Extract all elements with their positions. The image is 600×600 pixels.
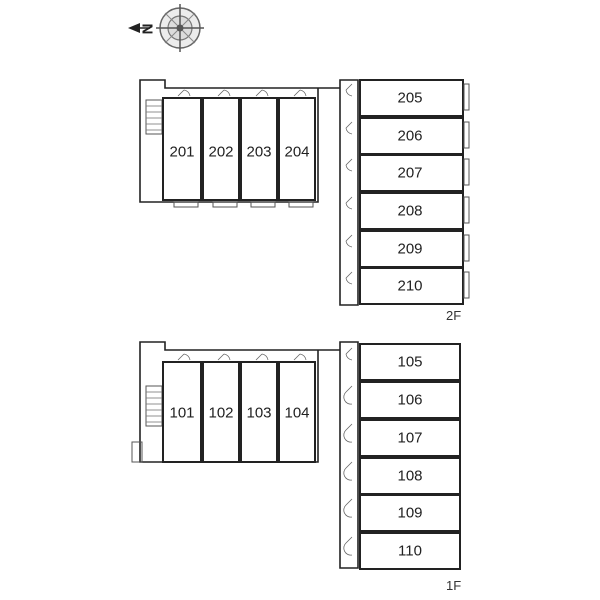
unit-203: 203	[240, 97, 278, 208]
unit-label: 205	[397, 90, 422, 107]
staircase	[145, 99, 163, 135]
balcony	[250, 201, 276, 208]
balcony	[288, 201, 314, 208]
unit-208: 208	[359, 192, 470, 230]
unit-104: 104	[278, 361, 316, 463]
compass: N	[128, 4, 204, 52]
north-label: N	[140, 24, 157, 35]
unit-106: 106	[359, 381, 461, 419]
unit-label: 201	[169, 144, 194, 161]
unit-label: 105	[397, 354, 422, 371]
unit-label: 108	[397, 468, 422, 485]
unit-label: 107	[397, 430, 422, 447]
unit-label: 101	[169, 405, 194, 422]
balcony	[463, 196, 470, 224]
unit-label: 206	[397, 128, 422, 145]
unit-202: 202	[202, 97, 240, 208]
unit-label: 203	[246, 144, 271, 161]
unit-label: 207	[397, 165, 422, 182]
unit-209: 209	[359, 230, 470, 268]
unit-107: 107	[359, 419, 461, 457]
unit-103: 103	[240, 361, 278, 463]
compass-rose-icon	[156, 4, 204, 52]
unit-label: 104	[284, 405, 309, 422]
floor-label: 1F	[446, 578, 461, 593]
unit-102: 102	[202, 361, 240, 463]
door-swing-icons	[345, 83, 353, 285]
unit-label: 106	[397, 392, 422, 409]
balcony	[463, 234, 470, 262]
unit-108: 108	[359, 457, 461, 495]
door-swing-icons	[177, 353, 307, 361]
unit-205: 205	[359, 79, 470, 117]
building-outline	[139, 79, 359, 306]
floor-label: 2F	[446, 308, 461, 323]
door-swing-icons	[177, 89, 307, 97]
balcony	[173, 201, 199, 208]
unit-label: 209	[397, 241, 422, 258]
floor-2f-plan: 201 202 203 204 205	[139, 79, 470, 323]
unit-label: 102	[208, 405, 233, 422]
unit-110: 110	[359, 532, 461, 570]
unit-101: 101	[162, 361, 202, 463]
unit-206: 206	[359, 117, 470, 155]
balcony	[212, 201, 238, 208]
floor-1f-plan: 101 102 103 104 105 106	[131, 341, 461, 593]
building-outline	[139, 341, 359, 569]
unit-label: 202	[208, 144, 233, 161]
balcony	[463, 121, 470, 149]
unit-210: 210	[359, 267, 470, 305]
unit-207: 207	[359, 154, 470, 192]
north-arrow-icon	[128, 23, 150, 33]
balcony	[463, 83, 470, 111]
unit-105: 105	[359, 343, 461, 381]
entrance-step	[131, 441, 143, 463]
unit-label: 210	[397, 278, 422, 295]
balcony	[463, 271, 470, 299]
unit-109: 109	[359, 494, 461, 532]
unit-label: 204	[284, 144, 309, 161]
unit-label: 109	[397, 505, 422, 522]
unit-201: 201	[162, 97, 202, 208]
unit-204: 204	[278, 97, 316, 208]
unit-label: 103	[246, 405, 271, 422]
door-swing-icons	[343, 347, 353, 556]
balcony	[463, 158, 470, 186]
staircase	[145, 385, 163, 427]
unit-label: 208	[397, 203, 422, 220]
unit-label: 110	[398, 543, 422, 560]
